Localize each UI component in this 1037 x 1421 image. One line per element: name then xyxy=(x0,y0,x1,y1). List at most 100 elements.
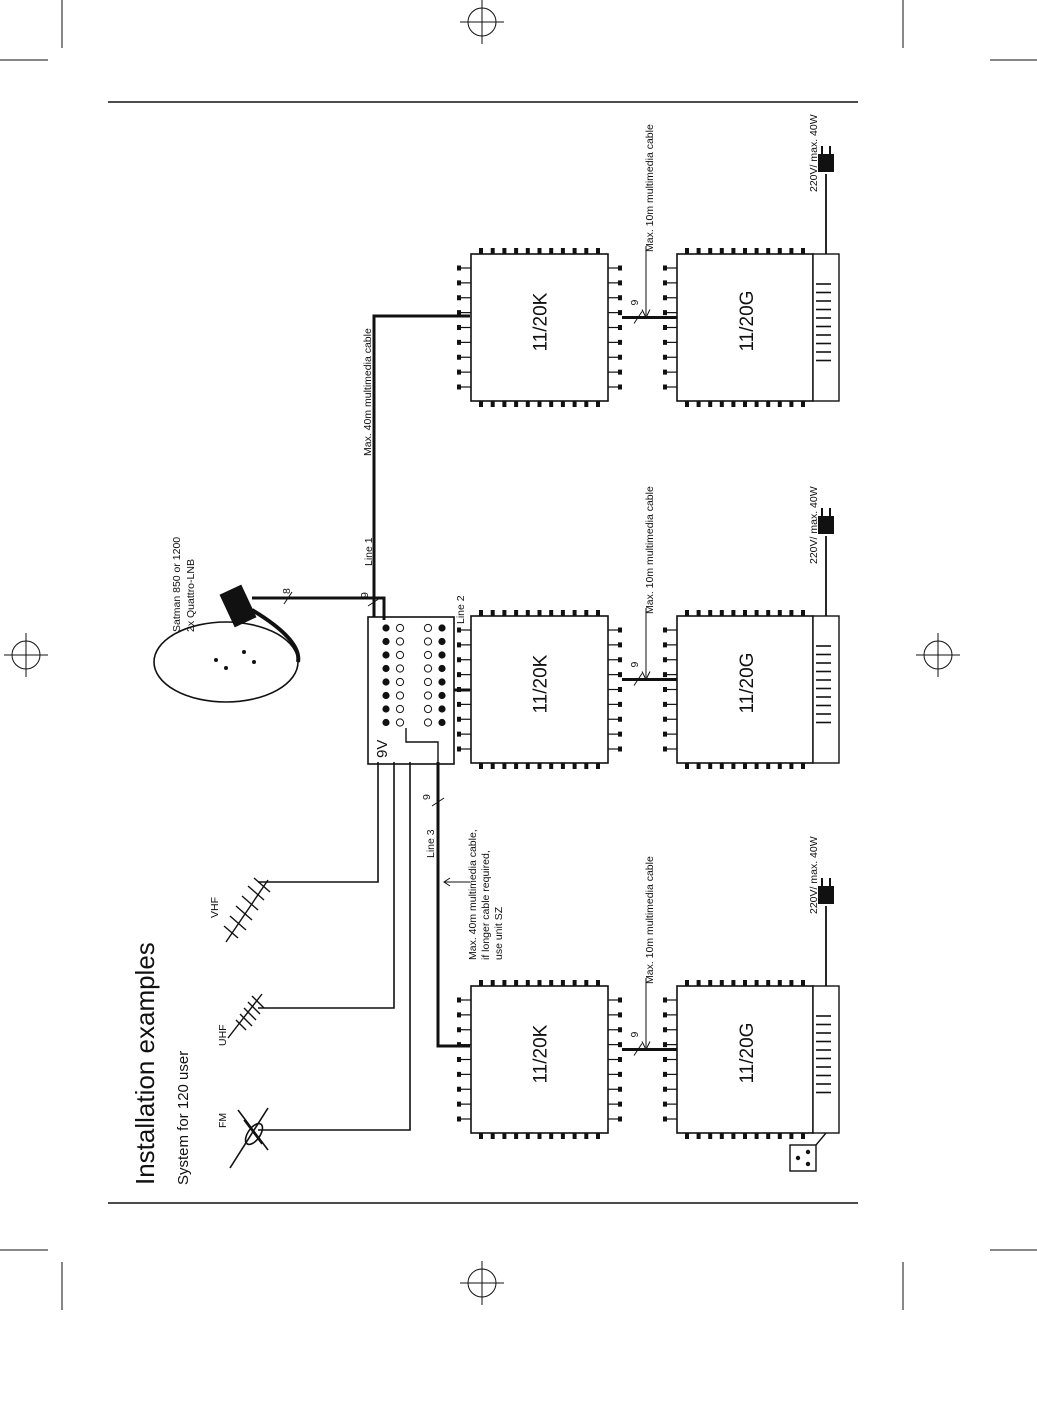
ground-top-output xyxy=(754,610,759,616)
cascade-top-output xyxy=(572,980,577,986)
cascade-top-output xyxy=(596,248,600,254)
ground-input-pin-end xyxy=(663,627,667,633)
splitter-port-open xyxy=(395,718,405,727)
cascade-top-output xyxy=(549,610,554,616)
cascade-input-pin-end xyxy=(457,657,461,663)
cascade-bottom-output xyxy=(537,1133,542,1139)
ground-bottom-output xyxy=(719,401,724,407)
cascade-bottom-output xyxy=(479,1133,483,1139)
link-slash xyxy=(633,1043,643,1056)
ground-input-pin-end xyxy=(663,1101,667,1107)
ground-bottom-output xyxy=(777,401,782,407)
cascade-top-output xyxy=(537,980,542,986)
ground-bottom-output xyxy=(777,763,782,769)
cascade-input-pin-end xyxy=(457,339,461,345)
splitter-port-open xyxy=(423,718,433,727)
ground-input-pin-end xyxy=(663,716,667,722)
cascade-through-pin-end xyxy=(618,657,622,663)
short-note: Max. 10m multimedia cable xyxy=(644,486,656,614)
fm-label: FM xyxy=(217,1113,229,1128)
ground-top-output xyxy=(719,980,724,986)
ground-unit-label: 11/20G xyxy=(737,291,758,352)
ground-top-output xyxy=(766,248,771,254)
splitter-port-filled xyxy=(438,691,446,700)
splitter-port-filled xyxy=(438,624,446,632)
cascade-unit-label: 11/20K xyxy=(531,292,552,351)
cascade-through-pin-end xyxy=(618,310,622,316)
ground-bottom-output xyxy=(801,1133,805,1139)
splitter-port-filled xyxy=(382,718,390,727)
cascade-top-output xyxy=(584,248,589,254)
cascade-bottom-output xyxy=(596,1133,600,1139)
cascade-bottom-output xyxy=(584,763,589,769)
socket-lead xyxy=(815,1132,827,1146)
splitter-port-filled xyxy=(438,678,446,686)
ground-input-pin-end xyxy=(663,657,667,663)
registration-mark-left xyxy=(4,633,48,677)
ground-input-pin-end xyxy=(663,1086,667,1092)
ground-top-output xyxy=(743,610,747,616)
ground-top-output xyxy=(743,248,747,254)
cascade-through-pin-end xyxy=(618,1086,622,1092)
dish-label-line1: Satman 850 or 1200 xyxy=(171,537,183,632)
cascade-input-pin-end xyxy=(457,1086,461,1092)
cascade-bottom-output xyxy=(525,401,530,407)
crop-marks xyxy=(0,0,1037,1310)
cascade-input-pin-end xyxy=(457,1116,461,1122)
splitter-port-filled xyxy=(438,651,446,659)
ground-top-output xyxy=(777,980,782,986)
cascade-top-output xyxy=(514,248,519,254)
uhf-label: UHF xyxy=(217,1024,229,1046)
ground-top-output xyxy=(685,980,689,986)
cascade-top-output xyxy=(584,980,589,986)
uhf-antenna-icon xyxy=(227,993,265,1039)
cascade-top-output xyxy=(572,248,577,254)
splitter-port-filled xyxy=(438,637,446,646)
cascade-top-output xyxy=(514,980,519,986)
ground-top-output xyxy=(754,248,759,254)
socket-frame xyxy=(789,1144,817,1172)
dish-to-splitter-cable xyxy=(252,596,386,620)
splitter-port-open xyxy=(395,650,405,660)
terrestrial-feed-cables xyxy=(258,762,411,1131)
cascade-top-output xyxy=(514,610,519,616)
fm-antenna-icon xyxy=(229,1107,269,1169)
cascade-top-output xyxy=(549,248,554,254)
cascade-top-output xyxy=(502,248,507,254)
ground-input-pin-end xyxy=(663,672,667,678)
cascade-bottom-output xyxy=(502,401,507,407)
cascade-through-pin-end xyxy=(618,997,622,1003)
ground-input-pin-end xyxy=(663,310,667,316)
ground-bottom-output xyxy=(777,1133,782,1139)
ground-top-output xyxy=(777,610,782,616)
ground-bottom-output xyxy=(754,763,759,769)
cascade-through-pin-end xyxy=(618,701,622,707)
splitter-internal-wire xyxy=(405,728,439,762)
cascade-bottom-output xyxy=(549,763,554,769)
satellite-dish-icon xyxy=(153,584,301,703)
cascade-through-pin-end xyxy=(618,280,622,286)
ground-bottom-output xyxy=(696,401,701,407)
power-supply xyxy=(812,615,840,764)
ground-bottom-output xyxy=(789,763,794,769)
cascade-input-pin-end xyxy=(457,701,461,707)
cascade-bottom-output xyxy=(560,401,565,407)
short-note: Max. 10m multimedia cable xyxy=(644,124,656,252)
ground-input-pin-end xyxy=(663,295,667,301)
cascade-through-pin-end xyxy=(618,295,622,301)
splitter-ports xyxy=(382,623,446,727)
ground-bottom-output xyxy=(743,763,747,769)
splitter-port-open xyxy=(423,691,433,700)
ground-unit-11-20g xyxy=(676,253,814,402)
cascade-input-pin-end xyxy=(457,369,461,375)
power-supply xyxy=(812,253,840,402)
splitter-port-open xyxy=(395,637,405,646)
cascade-top-output xyxy=(560,980,565,986)
power-label: 220V/ max. 40W xyxy=(808,836,820,914)
link-slash xyxy=(633,673,643,686)
ground-bottom-output xyxy=(719,763,724,769)
cascade-through-pin-end xyxy=(618,716,622,722)
ground-bottom-output xyxy=(685,401,689,407)
cascade-through-pin-end xyxy=(618,1042,622,1048)
